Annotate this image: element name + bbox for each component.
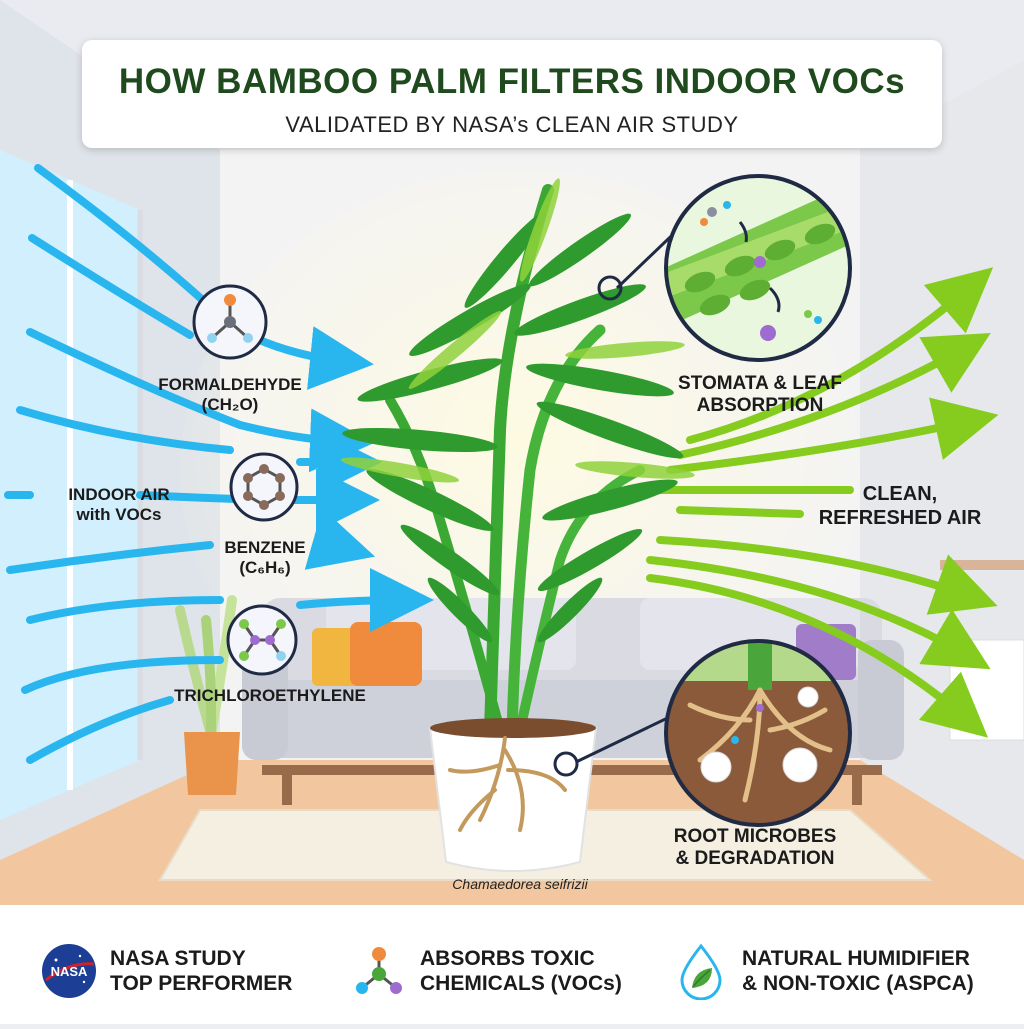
clean-air-arrows xyxy=(646,267,999,738)
trichloroethylene-molecule-icon xyxy=(226,604,298,676)
benzene-name: BENZENE xyxy=(224,538,306,557)
root-microbes-line1: ROOT MICROBES xyxy=(673,826,837,847)
feature-absorbs-line2: CHEMICALS (VOCs) xyxy=(420,972,622,995)
species-name: Chamaedorea seifrizii xyxy=(452,876,588,892)
orange-cushion xyxy=(350,622,422,686)
clean-air-line2: REFRESHED AIR xyxy=(818,506,982,529)
water-drop-leaf-icon xyxy=(680,943,722,1000)
formaldehyde-label: FORMALDEHYDE (CH₂O) xyxy=(140,375,320,415)
formaldehyde-name: FORMALDEHYDE xyxy=(158,375,302,394)
leaf-zoom-circle xyxy=(664,174,852,362)
stomata-label: STOMATA & LEAF ABSORPTION xyxy=(660,373,860,418)
feature-nasa-line2: TOP PERFORMER xyxy=(110,972,293,995)
feature-absorbs-line1: ABSORBS TOXIC xyxy=(420,946,595,970)
feature-humidifier-line1: NATURAL HUMIDIFIER xyxy=(742,946,970,970)
indoor-air-line1: INDOOR AIR xyxy=(68,485,170,504)
clean-air-line1: CLEAN, xyxy=(862,483,938,505)
molecule-icon xyxy=(356,947,402,994)
indoor-air-label: INDOOR AIR with VOCs xyxy=(34,485,204,525)
nasa-logo-text: NASA xyxy=(51,964,88,979)
indoor-air-line2: with VOCs xyxy=(76,505,162,525)
page-title: HOW BAMBOO PALM FILTERS INDOOR VOCs xyxy=(118,62,906,101)
benzene-formula: (C₆H₆) xyxy=(239,558,291,578)
feature-absorbs: ABSORBS TOXIC CHEMICALS (VOCs) xyxy=(350,942,622,1000)
root-microbes-line2: & DEGRADATION xyxy=(675,848,835,870)
pot-roots xyxy=(448,736,567,832)
root-microbes-label: ROOT MICROBES & DEGRADATION xyxy=(650,826,860,871)
title-card: HOW BAMBOO PALM FILTERS INDOOR VOCs VALI… xyxy=(82,40,942,148)
formaldehyde-molecule-icon xyxy=(192,284,268,360)
stomata-line1: STOMATA & LEAF xyxy=(678,373,842,394)
nasa-logo-icon: NASA xyxy=(42,944,96,998)
footer-bar: NASA NASA STUDY TOP PERFORMER ABSORBS TO… xyxy=(0,905,1024,1024)
benzene-molecule-icon xyxy=(229,452,299,522)
feature-nasa: NASA NASA STUDY TOP PERFORMER xyxy=(40,942,292,1000)
benzene-label: BENZENE (C₆H₆) xyxy=(200,538,330,578)
stomata-line2: ABSORPTION xyxy=(696,395,824,417)
feature-humidifier-line2: & NON-TOXIC (ASPCA) xyxy=(742,972,974,995)
feature-nasa-line1: NASA STUDY xyxy=(110,946,246,970)
formaldehyde-formula: (CH₂O) xyxy=(201,395,259,415)
white-pot xyxy=(428,727,598,872)
page-subtitle: VALIDATED BY NASA’s CLEAN AIR STUDY xyxy=(285,112,739,137)
feature-humidifier: NATURAL HUMIDIFIER & NON-TOXIC (ASPCA) xyxy=(672,942,974,1000)
clean-air-label: CLEAN, REFRESHED AIR xyxy=(800,483,1000,530)
trichloroethylene-label: TRICHLOROETHYLENE xyxy=(174,686,366,705)
small-pot xyxy=(184,732,240,795)
